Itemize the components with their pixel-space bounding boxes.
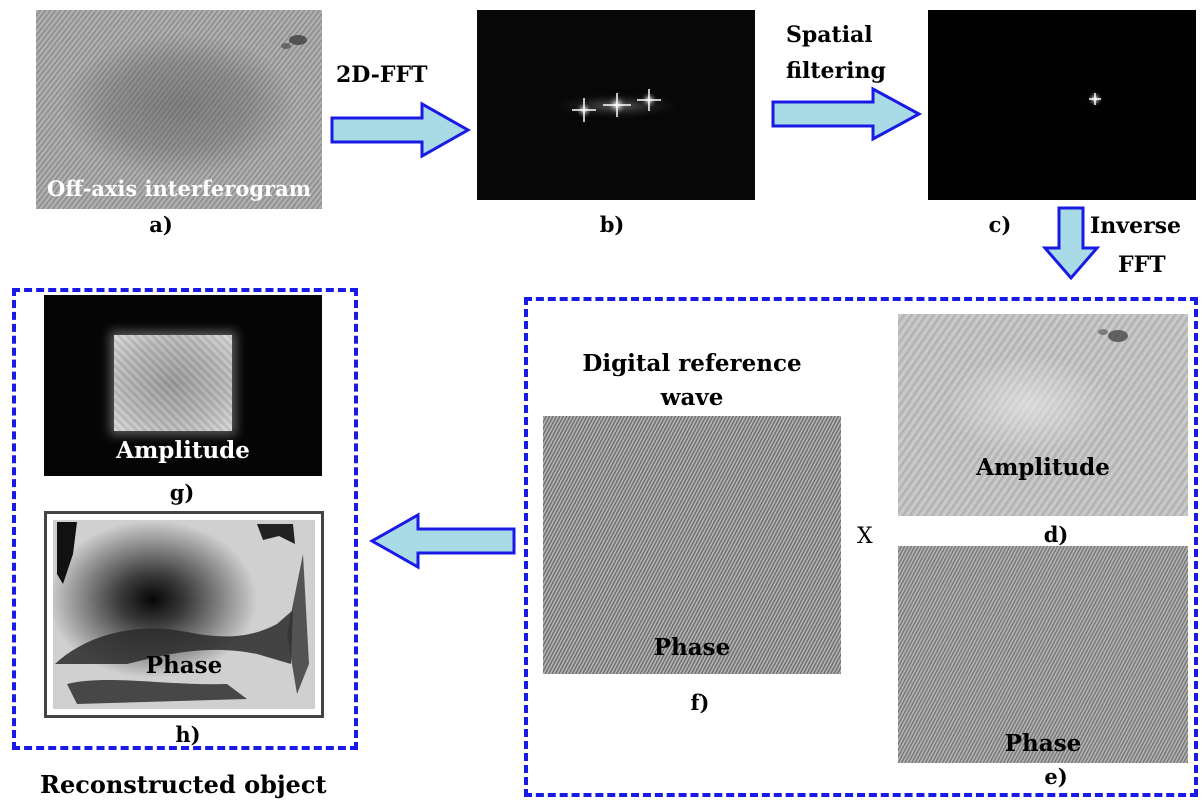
caption-e: e) <box>1044 764 1068 789</box>
caption-c: c) <box>988 212 1012 237</box>
hologram-phase-label: Phase <box>1004 730 1082 757</box>
multiply-symbol: X <box>857 524 873 549</box>
fft-spectrum-image <box>477 10 755 200</box>
reference-phase-label: Phase <box>653 634 731 661</box>
caption-f: f) <box>690 690 710 715</box>
reconstruction-box <box>524 297 1198 797</box>
caption-a: a) <box>149 212 173 237</box>
fft-arrow-label: 2D-FFT <box>336 62 428 88</box>
interferogram-image: Off-axis interferogram <box>36 10 322 209</box>
reference-title-line1: Digital reference <box>582 350 802 377</box>
reconstructed-amplitude-label: Amplitude <box>116 437 250 464</box>
hologram-amplitude-label: Amplitude <box>976 454 1110 481</box>
inverse-label-line2: FFT <box>1118 252 1166 278</box>
reconstructed-phase-image: Phase <box>44 511 324 718</box>
reconstructed-amplitude-image: Amplitude <box>44 295 322 476</box>
reconstructed-phase-label: Phase <box>145 652 223 679</box>
result-arrow <box>368 512 516 570</box>
spatial-filtering-arrow <box>771 86 923 142</box>
object-rectangle <box>114 335 232 431</box>
caption-h: h) <box>175 722 201 747</box>
reference-title-line2: wave <box>660 384 724 411</box>
inverse-label-line1: Inverse <box>1090 213 1182 239</box>
reference-wave-image: Phase <box>543 416 841 674</box>
filtered-spectrum-image <box>928 10 1196 200</box>
reconstructed-object-label: Reconstructed object <box>40 770 327 799</box>
interferogram-label: Off-axis interferogram <box>47 176 311 201</box>
fft-arrow <box>330 101 472 159</box>
inverse-fft-arrow <box>1041 206 1101 281</box>
spatial-label-line1: Spatial <box>786 22 873 48</box>
spatial-label-line2: filtering <box>786 58 886 84</box>
caption-d: d) <box>1043 522 1069 547</box>
reconstructed-object-box <box>12 288 358 750</box>
hologram-phase-image: Phase <box>898 546 1188 763</box>
caption-b: b) <box>599 212 625 237</box>
caption-g: g) <box>169 480 195 505</box>
hologram-amplitude-image: Amplitude <box>898 314 1188 516</box>
